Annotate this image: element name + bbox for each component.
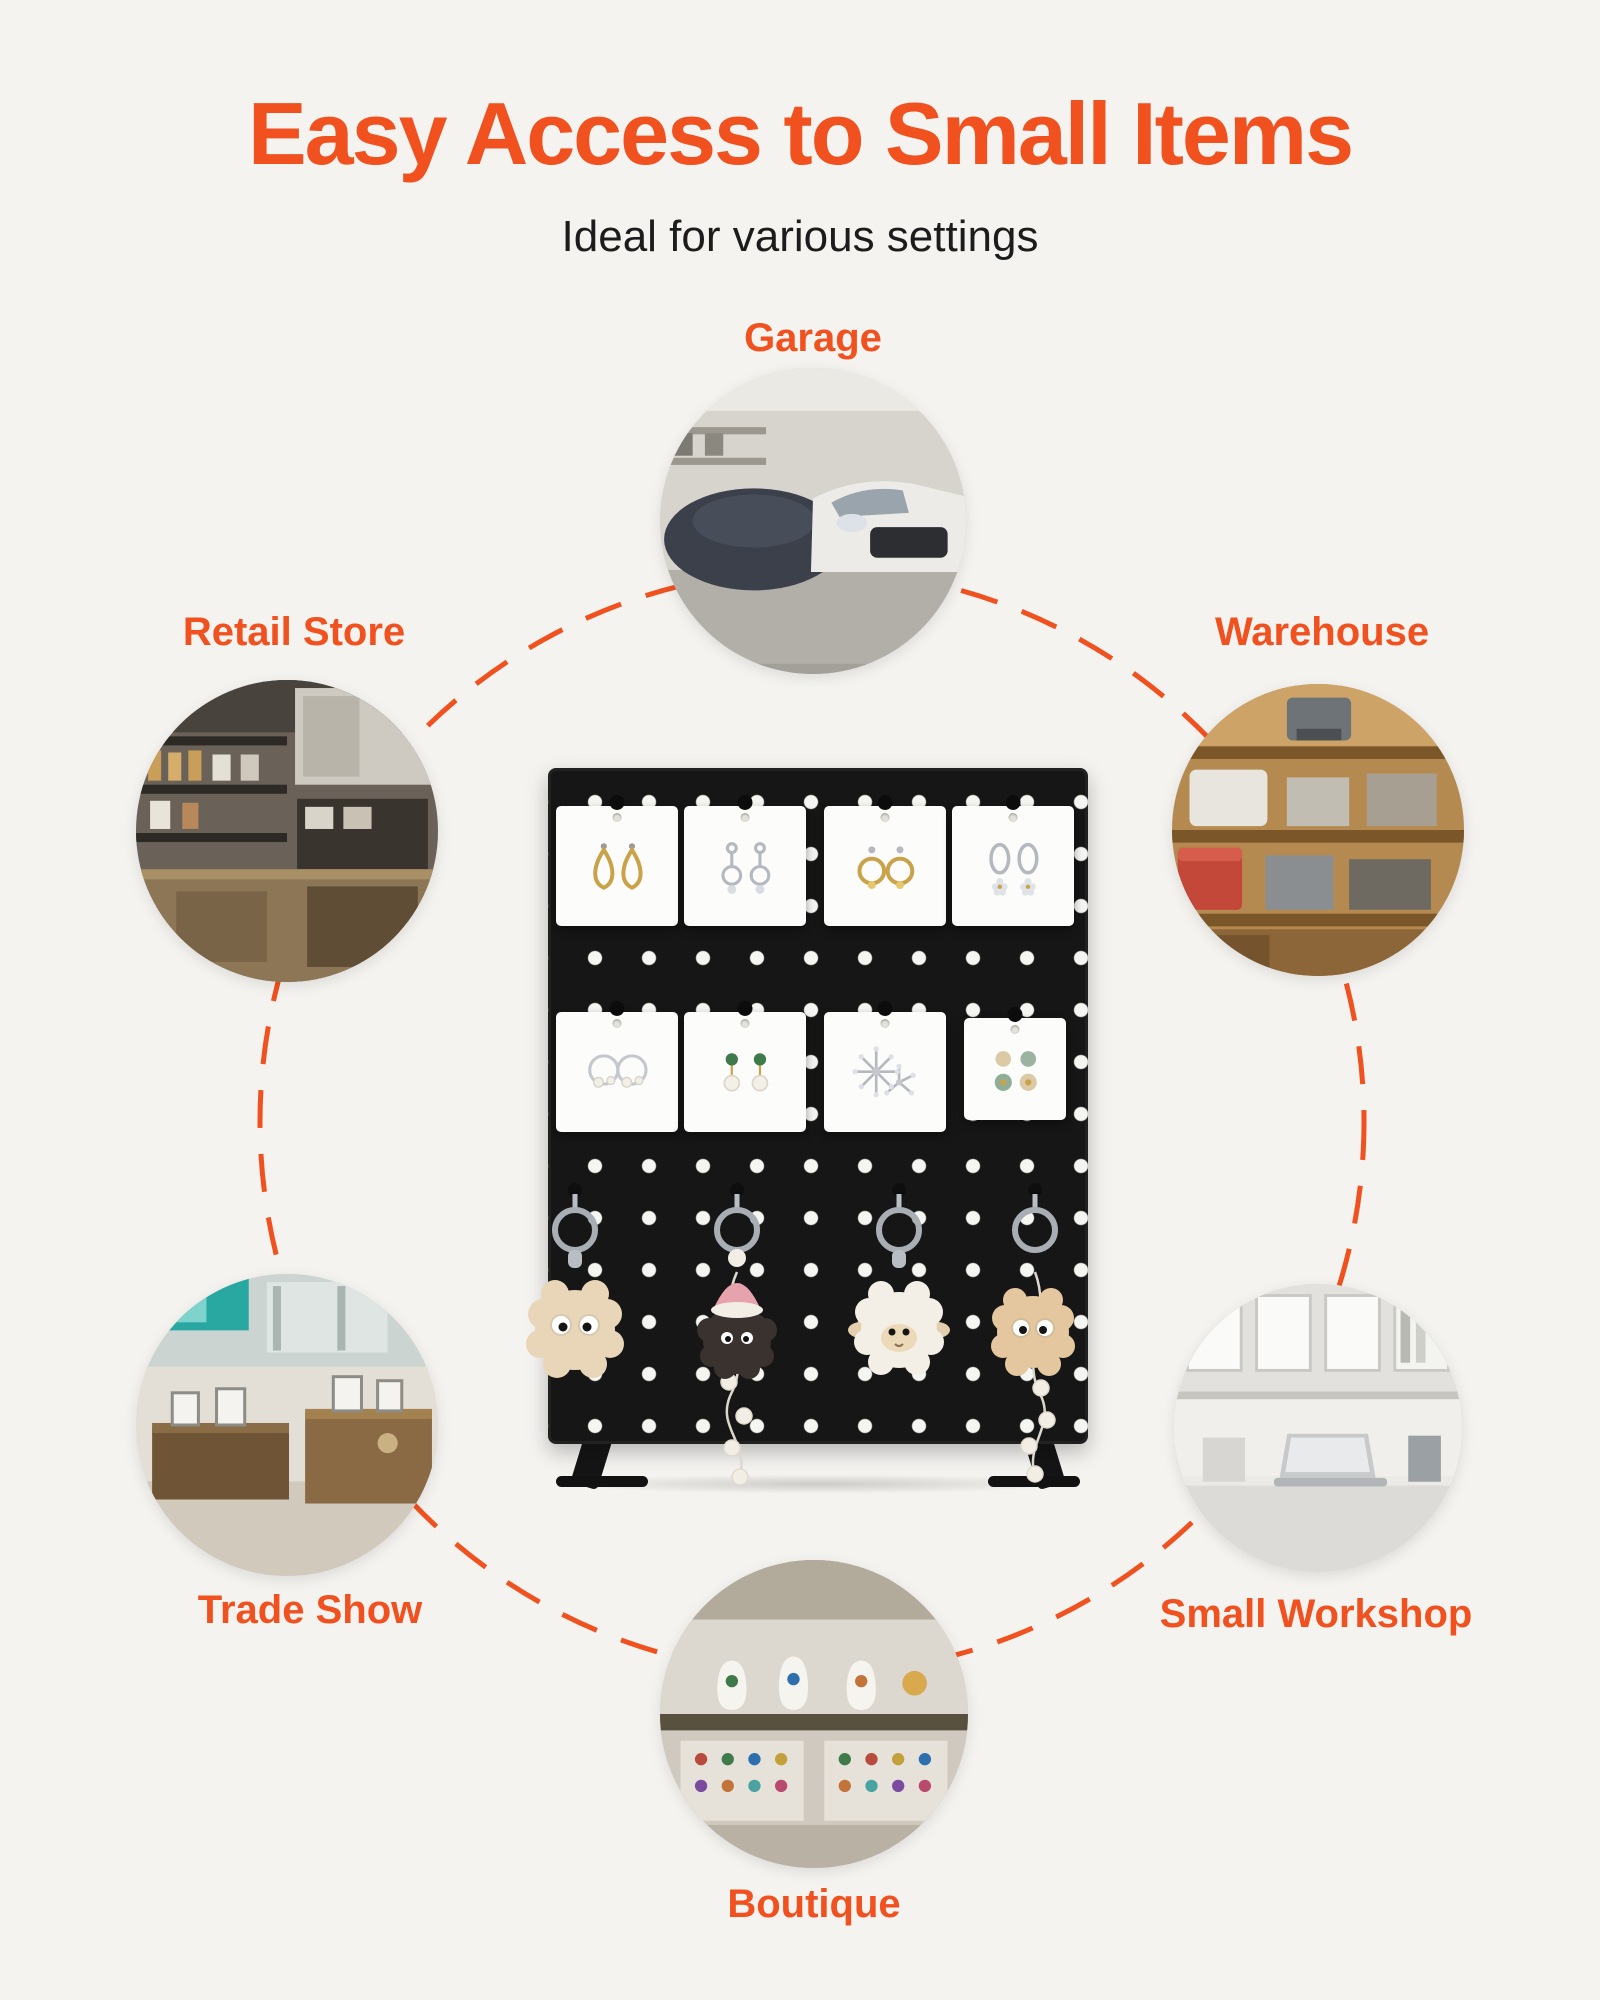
label-retail-store: Retail Store: [182, 610, 406, 654]
warehouse-photo: [1172, 684, 1464, 976]
earring-card-silver-ovals-flowers: [952, 806, 1074, 926]
earring-card-pearl-hoops: [556, 1012, 678, 1132]
page-subtitle: Ideal for various settings: [561, 212, 1039, 261]
earring-card-jade-round: [964, 1018, 1066, 1120]
pegboard-display-stand: [526, 760, 1096, 1494]
earring-card-gold-gem-hoops: [824, 806, 946, 926]
keychain-tan-plush: [955, 1180, 1115, 1492]
retail-store-scene-icon: [136, 680, 438, 982]
keychain-beige-plush: [495, 1180, 655, 1492]
stand-foot-left: [556, 1476, 648, 1487]
retail-store-photo: [136, 680, 438, 982]
page-title: Easy Access to Small Items: [247, 84, 1354, 183]
boutique-photo: [660, 1560, 968, 1868]
keychain-knit-hat-plush: [657, 1180, 817, 1492]
small-workshop-photo: [1174, 1284, 1462, 1572]
trade-show-photo: [136, 1274, 438, 1576]
stand-shadow: [558, 1474, 1078, 1494]
garage-photo: [660, 368, 966, 674]
small-workshop-scene-icon: [1174, 1284, 1462, 1572]
warehouse-scene-icon: [1172, 684, 1464, 976]
label-boutique: Boutique: [727, 1882, 901, 1926]
trade-show-scene-icon: [136, 1274, 438, 1576]
garage-scene-icon: [660, 368, 966, 674]
earring-card-green-studs-pearls: [684, 1012, 806, 1132]
earring-card-gold-teardrops: [556, 806, 678, 926]
label-warehouse: Warehouse: [1214, 610, 1430, 654]
label-garage: Garage: [744, 316, 882, 360]
label-trade-show: Trade Show: [197, 1588, 423, 1632]
boutique-scene-icon: [660, 1560, 968, 1868]
keychain-white-sheep-plush: [819, 1180, 979, 1492]
earring-card-silver-dangles: [684, 806, 806, 926]
earring-card-silver-starburst: [824, 1012, 946, 1132]
label-small-workshop: Small Workshop: [1159, 1592, 1473, 1636]
